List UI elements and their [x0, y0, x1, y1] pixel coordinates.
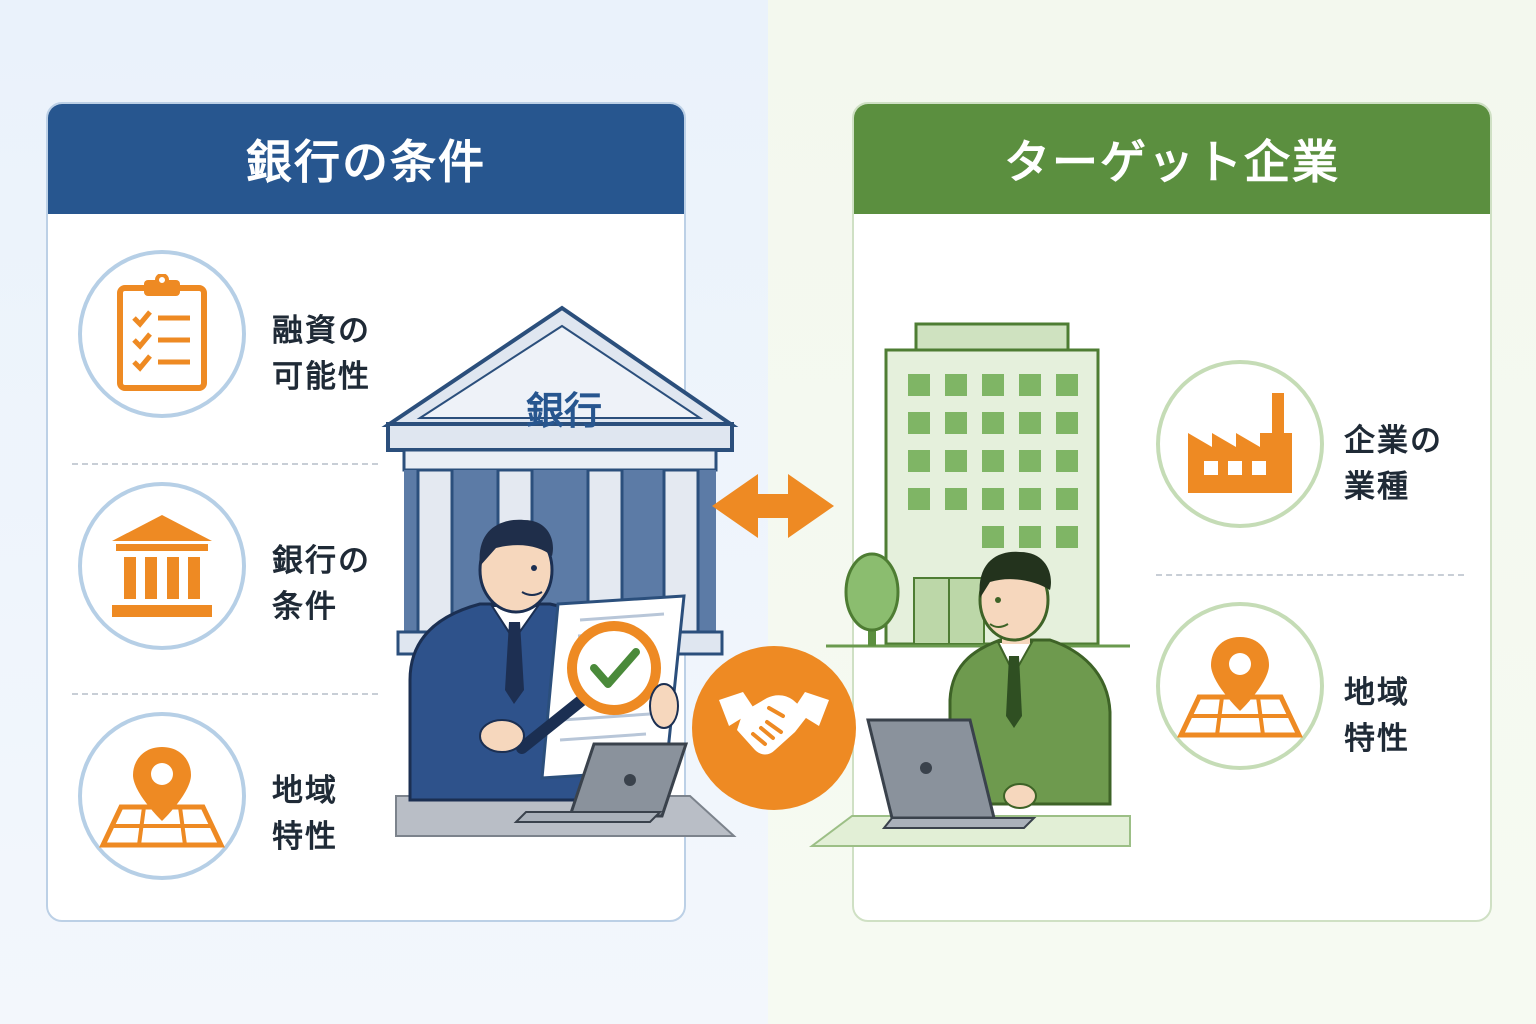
map-pin-icon [1177, 637, 1303, 738]
building-window [908, 450, 930, 472]
building-window [1056, 488, 1078, 510]
magnifier-check-icon [516, 621, 661, 754]
loan-possibility-badge [78, 250, 246, 418]
map-pin-icon [99, 747, 225, 848]
building-window [1056, 374, 1078, 396]
factory-icon [1188, 393, 1292, 493]
regional-traits-badge-right [1156, 602, 1324, 770]
building-window [1056, 526, 1078, 548]
building-window [982, 374, 1004, 396]
building-window [908, 374, 930, 396]
regional-traits-badge-left [78, 712, 246, 880]
building-window [1056, 450, 1078, 472]
bank-icon [112, 515, 212, 617]
handshake-icon [719, 692, 829, 755]
building-window [982, 526, 1004, 548]
building-window [908, 488, 930, 510]
left-divider-2 [72, 693, 378, 695]
clipboard-checklist-icon [117, 274, 207, 391]
right-divider [1156, 574, 1464, 576]
bank-conditions-title: 銀行の条件 [48, 104, 684, 214]
company-laptop [866, 718, 1037, 829]
industry-badge [1156, 360, 1324, 528]
industry-label: 企業の 業種 [1344, 423, 1443, 505]
target-company-title: ターゲット企業 [854, 104, 1490, 214]
building-window [982, 412, 1004, 434]
building-window [1019, 412, 1041, 434]
building-window [982, 450, 1004, 472]
building-window [945, 488, 967, 510]
building-window [1019, 526, 1041, 548]
tree-icon [844, 552, 900, 646]
building-window [945, 450, 967, 472]
bank-conditions-badge [78, 482, 246, 650]
left-divider-1 [72, 463, 378, 465]
loan-possibility-label: 融資の 可能性 [272, 313, 371, 395]
building-entrance [913, 577, 985, 645]
bank-laptop [513, 742, 689, 823]
regional-traits-label-right: 地域 特性 [1344, 675, 1410, 757]
bank-sign: 銀行 [526, 389, 602, 433]
building-window [945, 412, 967, 434]
building-window [1019, 450, 1041, 472]
building-window [982, 488, 1004, 510]
building-window [908, 412, 930, 434]
double-arrow-icon [712, 474, 834, 538]
building-window [1056, 412, 1078, 434]
handshake-badge [692, 646, 856, 810]
building-windows [908, 374, 1078, 548]
building-window [945, 374, 967, 396]
building-window [1019, 488, 1041, 510]
regional-traits-label-left: 地域 特性 [272, 773, 338, 855]
company-employee [948, 551, 1112, 806]
building-window [1019, 374, 1041, 396]
bank-conditions-label: 銀行の 条件 [272, 543, 371, 625]
